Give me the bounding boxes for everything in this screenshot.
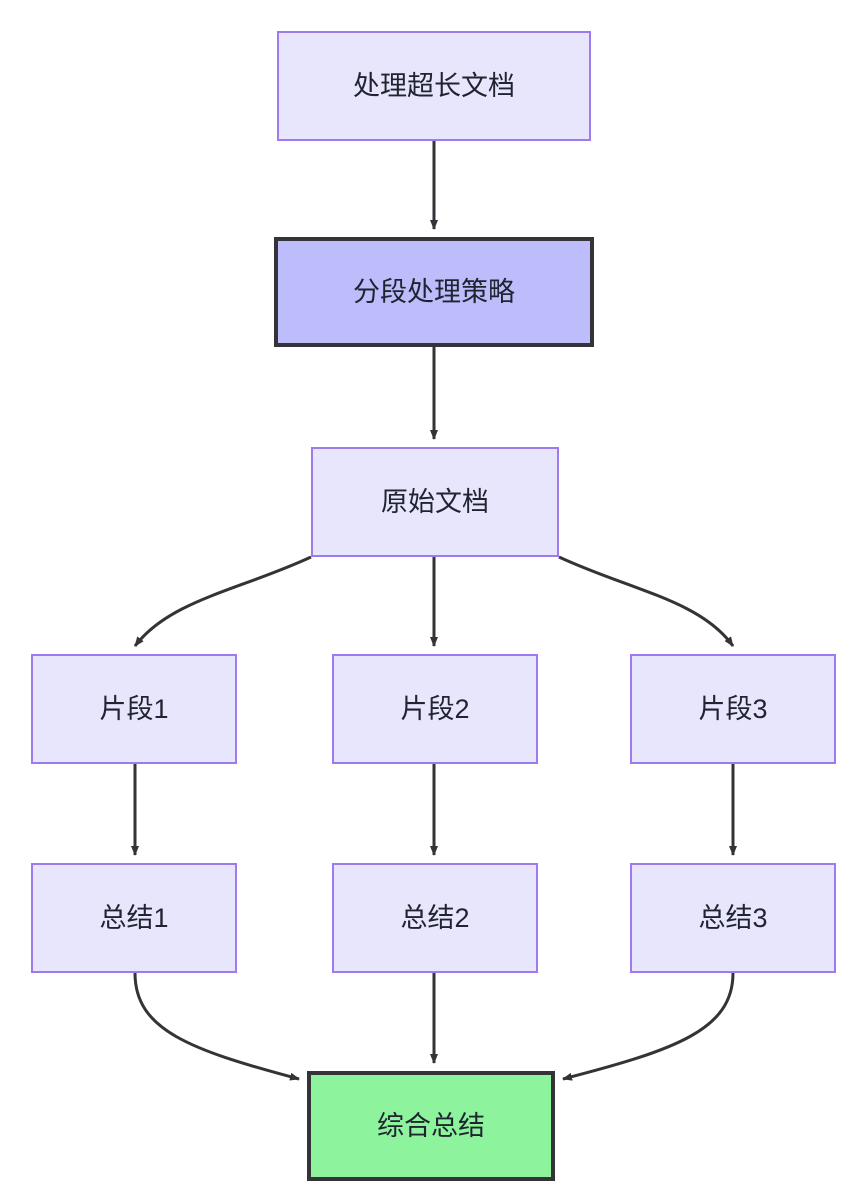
- flowchart-node-final[interactable]: 综合总结: [307, 1071, 555, 1181]
- flowchart-node-label-sum2: 总结2: [400, 902, 470, 933]
- flowchart-node-sum1[interactable]: 总结1: [31, 863, 237, 973]
- flowchart-node-label-source: 原始文档: [381, 486, 489, 517]
- flowchart-node-sum2[interactable]: 总结2: [332, 863, 538, 973]
- flowchart-node-strategy[interactable]: 分段处理策略: [274, 237, 594, 347]
- flowchart-node-chunk1[interactable]: 片段1: [31, 654, 237, 764]
- flowchart-node-sum3[interactable]: 总结3: [630, 863, 836, 973]
- flowchart-node-label-doc: 处理超长文档: [353, 70, 515, 101]
- flowchart-edge-sum3-to-final: [562, 972, 735, 1081]
- flowchart-node-label-chunk3: 片段3: [698, 693, 768, 724]
- flowchart-node-label-final: 综合总结: [377, 1110, 485, 1141]
- flowchart-edge-source-to-chunk3: [558, 555, 735, 647]
- flowchart-node-label-sum3: 总结3: [698, 902, 768, 933]
- flowchart-node-chunk2[interactable]: 片段2: [332, 654, 538, 764]
- flowchart-node-chunk3[interactable]: 片段3: [630, 654, 836, 764]
- flowchart-edge-source-to-chunk1: [133, 555, 312, 647]
- flowchart-node-label-chunk1: 片段1: [99, 693, 169, 724]
- flowchart-node-doc[interactable]: 处理超长文档: [277, 31, 591, 141]
- flowchart-node-source[interactable]: 原始文档: [311, 447, 559, 557]
- flowchart-node-label-chunk2: 片段2: [400, 693, 470, 724]
- flowchart-node-label-sum1: 总结1: [99, 902, 169, 933]
- flowchart-edge-sum1-to-final: [133, 972, 300, 1081]
- flowchart-node-label-strategy: 分段处理策略: [353, 276, 515, 307]
